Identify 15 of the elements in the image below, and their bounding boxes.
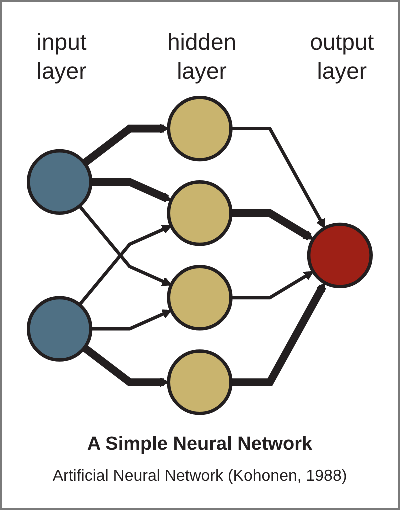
- column-heading: output layer: [309, 28, 376, 86]
- arrow: [78, 205, 172, 287]
- arrow: [231, 128, 326, 230]
- arrow: [78, 225, 172, 306]
- diagram-title: A Simple Neural Network: [86, 434, 314, 456]
- arrow: [90, 310, 172, 332]
- arrow: [231, 210, 314, 241]
- arrow: [231, 272, 314, 300]
- arrow: [82, 345, 170, 388]
- column-heading: hidden layer: [166, 28, 238, 86]
- arrow: [90, 178, 172, 203]
- caption-text: Artificial Neural Network (Kohonen, 1988): [52, 468, 348, 486]
- arrow: [82, 124, 170, 167]
- column-heading: input layer: [36, 28, 88, 86]
- arrow: [231, 282, 326, 387]
